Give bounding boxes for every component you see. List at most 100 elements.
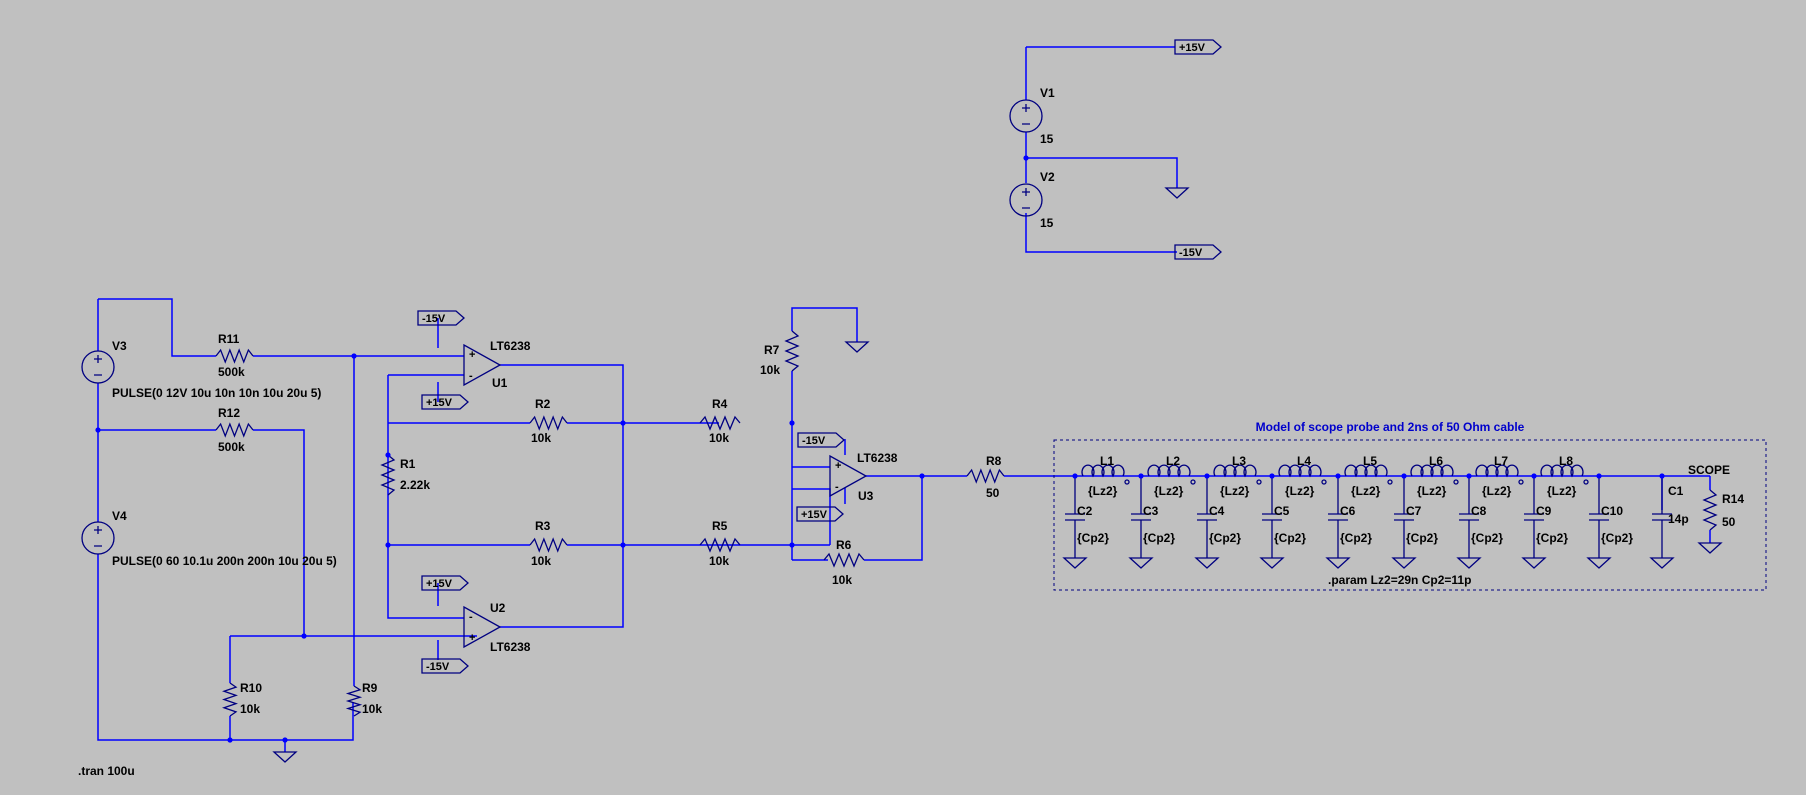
V1-name: V1 [1040, 86, 1055, 100]
capacitor-C9 [1524, 476, 1544, 558]
junction [620, 542, 626, 548]
param-directive: .param Lz2=29n Cp2=11p [1328, 573, 1471, 587]
U3-symbol: +- [829, 454, 868, 498]
port-minus15-top: -15V [1174, 244, 1222, 260]
inductor-value-L4: {Lz2} [1285, 484, 1315, 498]
capacitor-value-C7: {Cp2} [1406, 531, 1438, 545]
junction [385, 542, 391, 548]
inductor-value-L6: {Lz2} [1417, 484, 1447, 498]
capacitor-name-C3: C3 [1143, 504, 1159, 518]
svg-text:-15V: -15V [426, 661, 450, 673]
model-box [1053, 439, 1767, 591]
R10-name: R10 [240, 681, 262, 695]
junction [301, 633, 307, 639]
R6-symbol [823, 552, 865, 568]
U2-symbol: -+ [463, 605, 502, 649]
capacitor-C1 [1652, 476, 1672, 558]
U1-name: U1 [492, 376, 508, 390]
inductor-name-L1: L1 [1100, 454, 1114, 468]
V1-value: 15 [1040, 132, 1054, 146]
R9-symbol [345, 685, 363, 717]
capacitor-C4 [1197, 476, 1217, 558]
junction [351, 353, 357, 359]
C1-name: C1 [1668, 484, 1684, 498]
capacitor-C1-ground [1649, 557, 1675, 569]
inductor-name-L7: L7 [1494, 454, 1508, 468]
capacitor-name-C2: C2 [1077, 504, 1093, 518]
R1-value: 2.22k [400, 478, 430, 492]
inductor-L2 [1147, 464, 1196, 485]
ground-r7 [844, 341, 870, 353]
inductor-name-L5: L5 [1363, 454, 1377, 468]
svg-text:-: - [469, 370, 473, 382]
inductor-name-L2: L2 [1166, 454, 1180, 468]
capacitor-value-C6: {Cp2} [1340, 531, 1372, 545]
R9-value: 10k [362, 702, 382, 716]
capacitor-name-C7: C7 [1406, 504, 1422, 518]
junction [1023, 155, 1029, 161]
inductor-name-L3: L3 [1232, 454, 1246, 468]
inductor-L3 [1213, 464, 1262, 485]
junction [1269, 473, 1275, 479]
capacitor-C9-ground [1521, 557, 1547, 569]
R11-value: 500k [218, 365, 245, 379]
R4-symbol [699, 415, 741, 431]
ground-r14 [1697, 542, 1723, 554]
wires [97, 46, 1711, 752]
R1-symbol [380, 454, 396, 496]
U3-name: U3 [858, 489, 874, 503]
capacitor-C8-ground [1456, 557, 1482, 569]
capacitor-name-C8: C8 [1471, 504, 1487, 518]
port-minus15-u2: -15V [421, 658, 469, 674]
capacitor-C5 [1262, 476, 1282, 558]
R14-symbol [1702, 489, 1718, 531]
R10-symbol [222, 682, 238, 717]
capacitor-name-C10: C10 [1601, 504, 1623, 518]
U3-model: LT6238 [857, 451, 898, 465]
inductor-L8 [1540, 464, 1589, 485]
inductor-L7 [1475, 464, 1524, 485]
R9-name: R9 [362, 681, 378, 695]
svg-text:+15V: +15V [426, 578, 453, 590]
svg-text:-15V: -15V [802, 435, 826, 447]
V3-symbol [81, 350, 115, 384]
inductor-value-L5: {Lz2} [1351, 484, 1381, 498]
V2-value: 15 [1040, 216, 1054, 230]
capacitor-name-C6: C6 [1340, 504, 1356, 518]
scope-label: SCOPE [1688, 463, 1730, 477]
R2-value: 10k [531, 431, 551, 445]
svg-text:-: - [469, 611, 473, 623]
junction [227, 737, 233, 743]
R12-name: R12 [218, 406, 240, 420]
V4-symbol [81, 521, 115, 555]
svg-text:-15V: -15V [1179, 247, 1203, 259]
V3-value: PULSE(0 12V 10u 10n 10n 10u 20u 5) [112, 386, 321, 400]
U2-name: U2 [490, 601, 506, 615]
R8-value: 50 [986, 486, 1000, 500]
R10-value: 10k [240, 702, 260, 716]
port-plus15-u2: +15V [421, 575, 469, 591]
tran-directive: .tran 100u [78, 764, 135, 778]
R5-value: 10k [709, 554, 729, 568]
capacitor-C3-ground [1128, 557, 1154, 569]
R12-value: 500k [218, 440, 245, 454]
U1-symbol: +- [463, 343, 502, 387]
R3-value: 10k [531, 554, 551, 568]
R5-name: R5 [712, 519, 728, 533]
svg-text:+15V: +15V [1179, 42, 1206, 54]
port-plus15-u3: +15V [796, 506, 844, 522]
R3-symbol [529, 537, 568, 553]
R11-symbol [215, 348, 254, 364]
V2-symbol [1009, 183, 1043, 217]
capacitor-C2-ground [1062, 557, 1088, 569]
R2-name: R2 [535, 397, 551, 411]
capacitor-C6 [1328, 476, 1348, 558]
R14-name: R14 [1722, 492, 1744, 506]
model-title: Model of scope probe and 2ns of 50 Ohm c… [1256, 420, 1525, 434]
junction [919, 473, 925, 479]
svg-text:+: + [835, 460, 841, 472]
capacitor-C8 [1459, 476, 1479, 558]
capacitor-value-C10: {Cp2} [1601, 531, 1633, 545]
junction [620, 420, 626, 426]
